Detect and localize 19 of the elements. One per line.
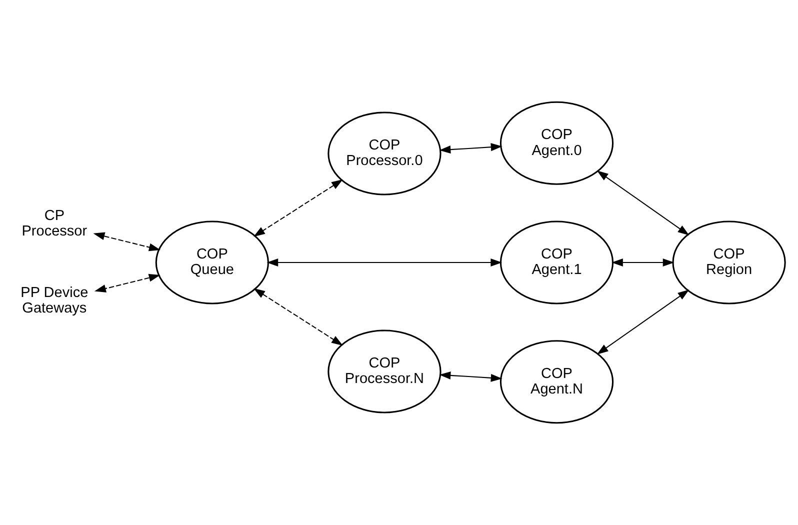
arrow <box>596 170 690 236</box>
node-ellipse: COP Agent.1 <box>500 220 614 304</box>
arrow <box>254 179 343 237</box>
arrow <box>439 371 502 382</box>
node-ellipse: COP Queue <box>155 220 269 304</box>
arrow <box>94 274 160 292</box>
node-ellipse: COP Agent.0 <box>500 101 614 185</box>
arrow <box>254 288 343 346</box>
node-ellipse: COP Processor.N <box>328 330 442 414</box>
arrow <box>266 258 502 266</box>
node-ellipse: COP Agent.N <box>500 340 614 424</box>
arrow <box>93 232 160 252</box>
arrow <box>596 290 690 354</box>
node-text: PP Device Gateways <box>20 284 88 317</box>
node-ellipse: COP Region <box>672 220 786 304</box>
arrow <box>611 258 674 266</box>
node-text: CP Processor <box>22 208 88 240</box>
node-ellipse: COP Processor.0 <box>328 112 442 196</box>
arrow <box>439 143 502 154</box>
